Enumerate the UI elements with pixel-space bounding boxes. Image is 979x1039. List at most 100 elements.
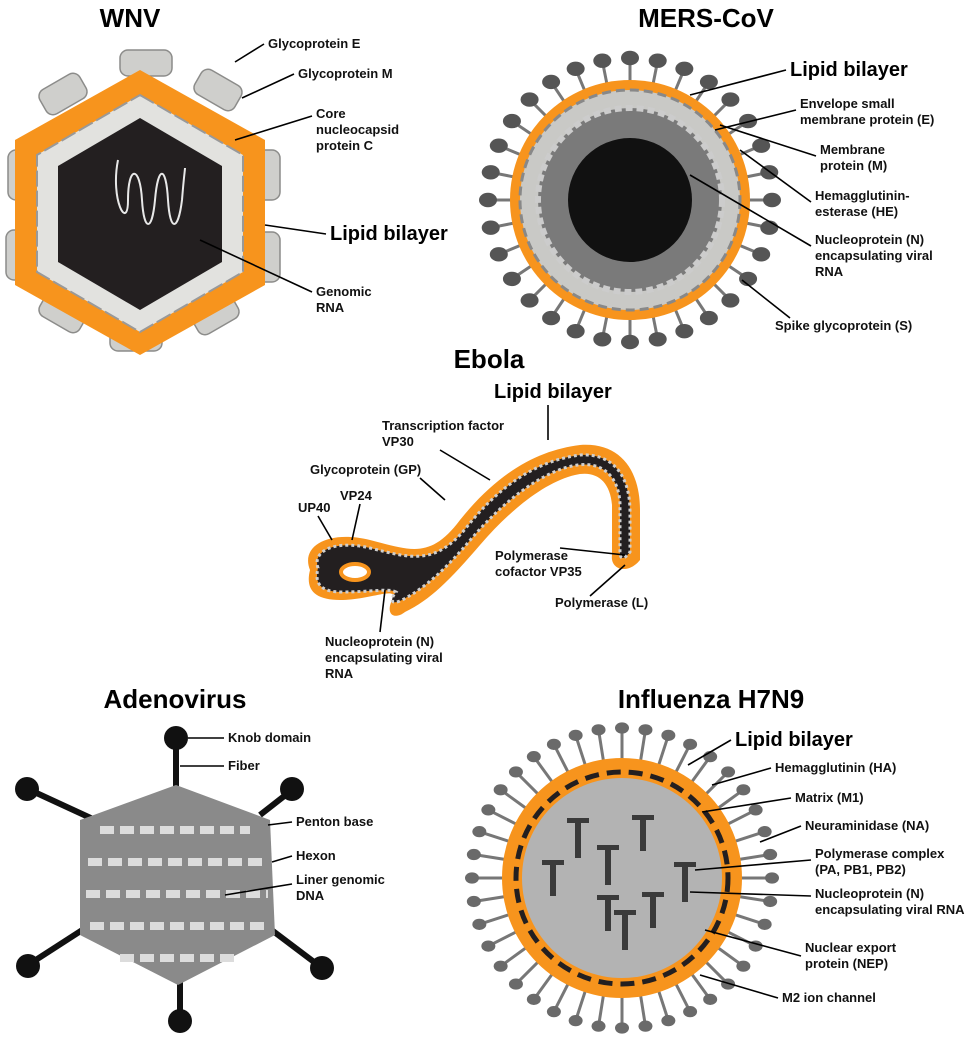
flu-spike-head bbox=[757, 826, 772, 838]
mers-spike-head bbox=[479, 192, 497, 208]
flu-spike-head bbox=[748, 804, 763, 816]
wnv-label-glycoprotein-m: Glycoprotein M bbox=[298, 66, 393, 81]
mers-spike-head bbox=[621, 50, 639, 66]
flu-spike-head bbox=[765, 872, 779, 884]
mers-label-esterase: esterase (HE) bbox=[815, 204, 898, 219]
flu-label-m2-ion-channel: M2 ion channel bbox=[782, 990, 876, 1005]
flu-spike-head bbox=[466, 895, 481, 908]
wnv-label-glycoprotein-e: Glycoprotein E bbox=[268, 36, 361, 51]
mers-spike-head bbox=[675, 61, 694, 77]
ebola-label-vp30: VP30 bbox=[382, 434, 414, 449]
wnv-core bbox=[58, 118, 222, 310]
mers-spike-head bbox=[566, 61, 585, 77]
flu-spike-head bbox=[763, 895, 778, 908]
flu-spike-head bbox=[465, 872, 479, 884]
flu-spike-head bbox=[526, 751, 541, 763]
mers-spike-head bbox=[489, 138, 508, 153]
flu-spike-head bbox=[638, 1020, 653, 1032]
mers-spike-head bbox=[593, 53, 612, 68]
wnv-label-rna: RNA bbox=[316, 300, 345, 315]
mers-label-nucleoprotein: Nucleoprotein (N) bbox=[815, 232, 924, 247]
flu-spike-head bbox=[763, 848, 778, 861]
ebola-label-polymerase: Polymerase bbox=[495, 548, 568, 563]
mers-spike-head bbox=[721, 92, 740, 107]
flu-spike-head bbox=[638, 724, 653, 736]
mers-label-envelope-small: Envelope small bbox=[800, 96, 895, 111]
mers-spike-head bbox=[675, 323, 694, 339]
ebola-label-encapsulating: encapsulating viral bbox=[325, 650, 443, 665]
ebola-title: Ebola bbox=[454, 344, 525, 374]
ebola-label-up40: UP40 bbox=[298, 500, 331, 515]
flu-title: Influenza H7N9 bbox=[618, 684, 804, 714]
flu-label-lipid-bilayer: Lipid bilayer bbox=[735, 729, 853, 751]
mers-panel: MERS-CoV Lipid bilayer Envelope small me… bbox=[479, 3, 934, 350]
mers-spike-head bbox=[699, 74, 718, 90]
flu-spike-head bbox=[481, 804, 496, 816]
flu-leader-lines bbox=[687, 739, 812, 999]
flu-spike-head bbox=[568, 1015, 583, 1027]
flu-spike-head bbox=[757, 918, 772, 930]
mers-spike-head bbox=[621, 334, 639, 350]
mers-core bbox=[568, 138, 692, 262]
mers-spike-head bbox=[542, 74, 561, 90]
flu-spike-head bbox=[721, 766, 736, 778]
ebola-label-polymerase-l: Polymerase (L) bbox=[555, 595, 648, 610]
mers-label-membrane-protein-e: membrane protein (E) bbox=[800, 112, 934, 127]
mers-label-spike: Spike glycoprotein (S) bbox=[775, 318, 912, 333]
ebola-label-rna: RNA bbox=[325, 666, 354, 681]
flu-spike-head bbox=[466, 848, 481, 861]
mers-spike-head bbox=[520, 293, 539, 308]
flu-label-nucleoprotein: Nucleoprotein (N) bbox=[815, 886, 924, 901]
mers-spike-head bbox=[502, 113, 521, 129]
wnv-label-nucleocapsid: nucleocapsid bbox=[316, 122, 399, 137]
ebola-vp24-loop bbox=[339, 562, 371, 582]
flu-label-nuclear-export: Nuclear export bbox=[805, 940, 897, 955]
wnv-title: WNV bbox=[100, 3, 161, 33]
adeno-panel: Adenovirus Knob domain Fiber Pento bbox=[15, 684, 385, 1033]
mers-spike-head bbox=[489, 247, 508, 262]
mers-spike-head bbox=[648, 53, 667, 68]
wnv-leader-lines bbox=[199, 43, 327, 293]
mers-label-lipid-bilayer: Lipid bilayer bbox=[790, 59, 908, 81]
flu-spike-head bbox=[615, 1022, 629, 1034]
mers-label-encapsulating: encapsulating viral bbox=[815, 248, 933, 263]
flu-spike-head bbox=[472, 826, 487, 838]
adeno-title: Adenovirus bbox=[103, 684, 246, 714]
wnv-label-core: Core bbox=[316, 106, 346, 121]
adeno-label-knob-domain: Knob domain bbox=[228, 730, 311, 745]
wnv-label-lipid-bilayer: Lipid bilayer bbox=[330, 223, 448, 245]
flu-spike-head bbox=[683, 1006, 698, 1018]
mers-spike-head bbox=[648, 332, 667, 347]
flu-spike-head bbox=[493, 784, 508, 796]
mers-spike-head bbox=[699, 310, 718, 326]
ebola-label-nucleoprotein: Nucleoprotein (N) bbox=[325, 634, 434, 649]
flu-label-pa-pb1-pb2: (PA, PB1, PB2) bbox=[815, 862, 906, 877]
flu-spike-head bbox=[683, 738, 698, 750]
flu-spike-head bbox=[472, 918, 487, 930]
ebola-core bbox=[315, 453, 632, 604]
mers-spike-head bbox=[566, 323, 585, 339]
flu-spike-head bbox=[493, 960, 508, 972]
ebola-label-lipid-bilayer: Lipid bilayer bbox=[494, 381, 612, 403]
flu-spike-head bbox=[591, 724, 606, 736]
ebola-panel: Ebola Lipid bilayer Transcription factor… bbox=[298, 344, 648, 681]
adeno-label-penton-base: Penton base bbox=[296, 814, 373, 829]
wnv-label-genomic: Genomic bbox=[316, 284, 372, 299]
wnv-panel: WNV Glycoprotein E Glycoprotein M Core n… bbox=[5, 3, 448, 355]
flu-spike-head bbox=[546, 1006, 561, 1018]
mers-spike-head bbox=[481, 220, 500, 235]
mers-spike-head bbox=[481, 165, 500, 180]
flu-interior bbox=[522, 778, 722, 978]
ebola-leader-lines bbox=[317, 405, 626, 633]
flu-panel: Influenza H7N9 Lipid bilayer Hemagglutin… bbox=[465, 684, 965, 1034]
mers-label-protein-m: protein (M) bbox=[820, 158, 887, 173]
ebola-label-transcription-factor: Transcription factor bbox=[382, 418, 504, 433]
wnv-label-protein-c: protein C bbox=[316, 138, 374, 153]
flu-label-matrix: Matrix (M1) bbox=[795, 790, 864, 805]
adeno-label-fiber: Fiber bbox=[228, 758, 260, 773]
flu-spike-head bbox=[703, 993, 718, 1005]
adeno-hexon-rows bbox=[86, 826, 268, 962]
flu-spike-head bbox=[546, 738, 561, 750]
mers-label-membrane: Membrane bbox=[820, 142, 885, 157]
